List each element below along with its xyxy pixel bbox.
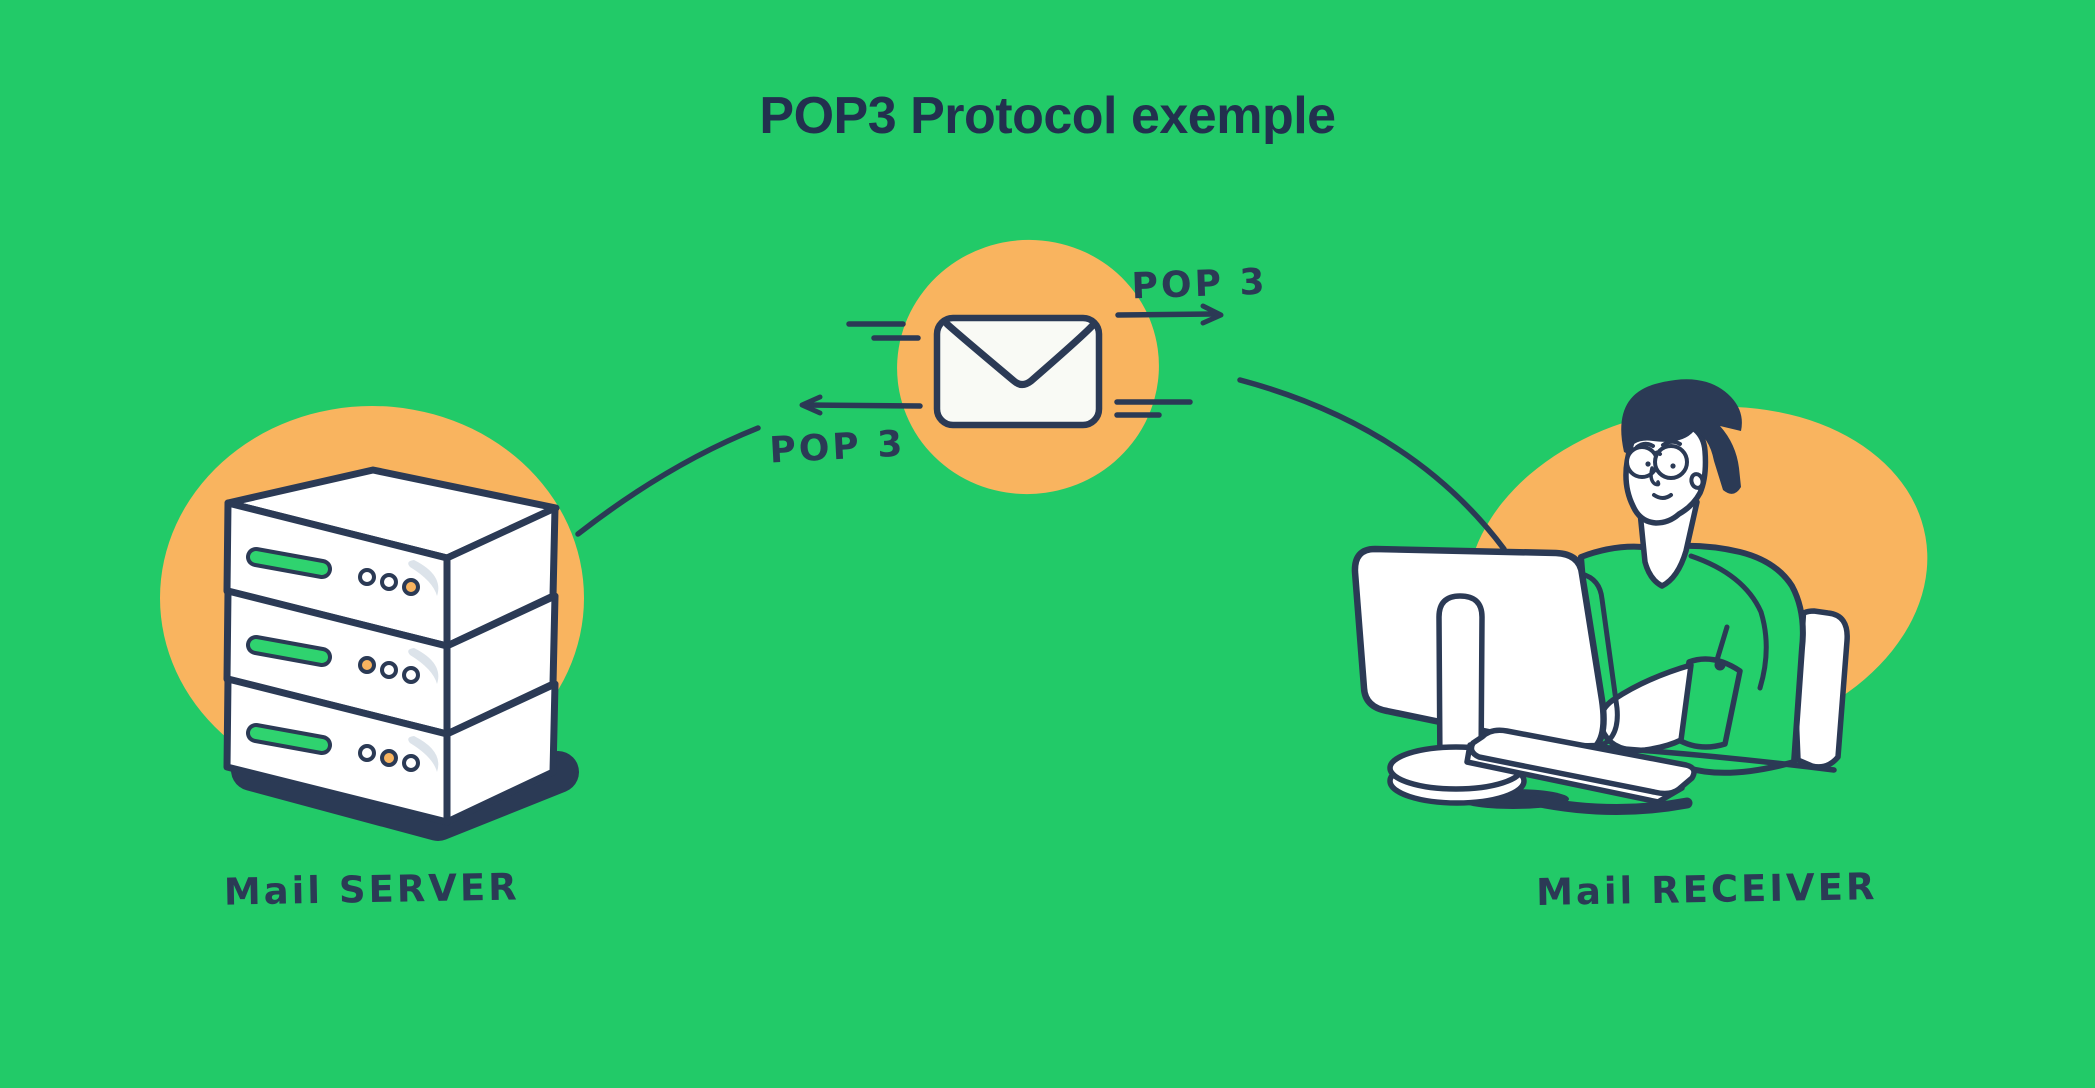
server-highlight-swoosh [408, 560, 439, 596]
curve-envelope-receiver [1237, 377, 1507, 552]
status-light [358, 744, 376, 762]
hair [1621, 379, 1742, 494]
status-light [380, 661, 398, 679]
eyebrows [1635, 439, 1682, 449]
envelope-icon [933, 314, 1103, 429]
nose [1649, 466, 1661, 487]
status-light [358, 568, 376, 586]
page-title: POP3 Protocol exemple [759, 87, 1336, 145]
mail-receiver-group: Mail RECEIVER [1237, 377, 1928, 914]
arrow-head-icon [1200, 303, 1224, 326]
server-unit [223, 675, 559, 826]
mail-receiver-label: Mail RECEIVER [1536, 865, 1878, 914]
ear [1689, 472, 1705, 490]
server-unit [223, 499, 559, 650]
message-group: POP 3 POP 3 [768, 239, 1268, 495]
arrow-head-icon [799, 394, 823, 416]
arm-crease [1688, 553, 1769, 691]
pen-icon [1714, 624, 1730, 671]
pop3-arrow-to-server [799, 394, 923, 416]
mail-server-label: Mail SERVER [223, 865, 520, 913]
person-mail-receiver [1578, 379, 1806, 776]
status-light [358, 656, 376, 674]
pop3-arrow-to-receiver [1115, 303, 1224, 326]
status-light [402, 666, 420, 684]
status-light [402, 754, 420, 772]
pop3-label-to-receiver: POP 3 [1131, 262, 1268, 308]
mail-server-group: Mail SERVER [160, 406, 584, 914]
eye [1670, 463, 1676, 469]
pop3-label-to-server: POP 3 [768, 423, 906, 471]
server-highlight-swoosh [408, 648, 439, 684]
eye [1645, 461, 1651, 467]
status-light [402, 578, 420, 596]
monitor-stand [1436, 593, 1485, 775]
curve-server-envelope [575, 425, 761, 537]
server-unit [223, 587, 559, 738]
status-light [380, 573, 398, 591]
keyboard-shadow [1529, 795, 1693, 816]
glasses-icon [1625, 444, 1689, 480]
desk-edge-line [1594, 744, 1837, 773]
server-stack-icon [223, 466, 560, 826]
server-highlight-swoosh [408, 736, 439, 772]
keyboard [1464, 727, 1697, 816]
envelope-flap [943, 320, 1097, 388]
keyboard-top-face [1468, 727, 1697, 797]
sleeve-cuff [1674, 656, 1743, 750]
status-light [380, 749, 398, 767]
monitor-side-rim [1579, 571, 1620, 750]
smile [1652, 493, 1673, 500]
